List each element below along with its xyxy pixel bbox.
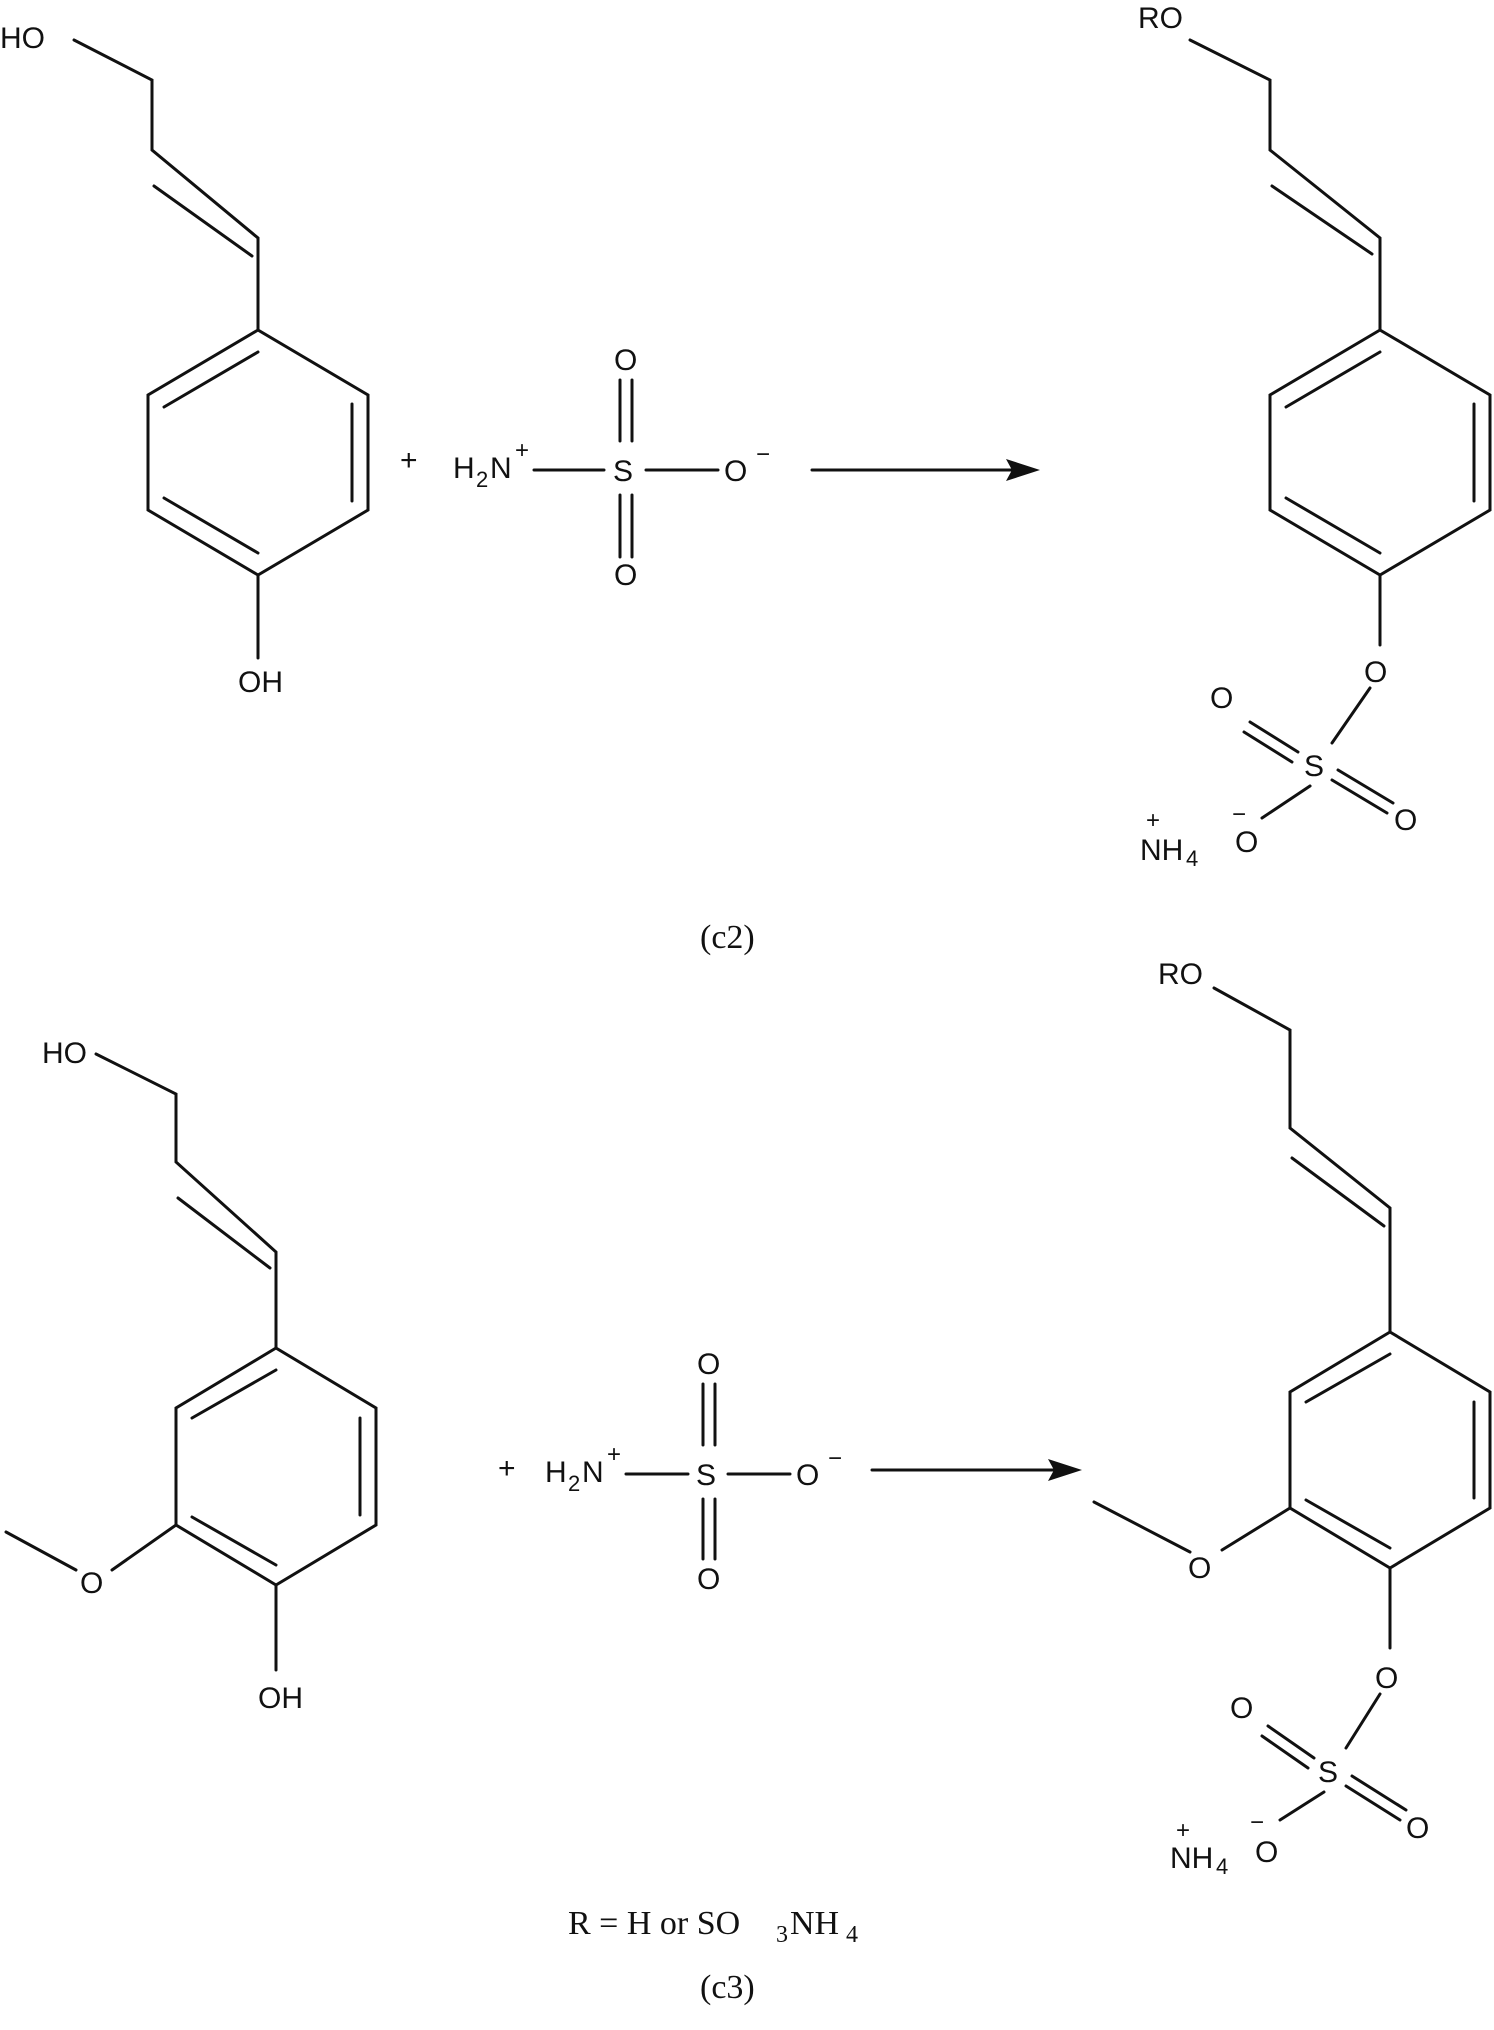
c3-product-o-right: O	[1406, 1812, 1429, 1845]
c3-reagent-plus: +	[607, 1441, 621, 1468]
c3-reagent-h: H	[545, 1456, 567, 1489]
c3-ammonium-sub4: 4	[1216, 1854, 1228, 1879]
c2-reagent-o-bottom: O	[614, 559, 637, 592]
caption-c2: (c2)	[700, 919, 755, 956]
c2-reagent-minus: −	[756, 441, 770, 468]
c3-product-s: S	[1318, 1756, 1338, 1789]
c3-reagent-o-top: O	[697, 1348, 720, 1381]
c2-reagent-h-sub: 2	[476, 467, 488, 492]
c3-product-o-anion: O	[1255, 1836, 1278, 1869]
c2-product-ro-label: RO	[1138, 2, 1183, 35]
c3-ammonium-plus: +	[1176, 1817, 1190, 1844]
c3-product-minus: −	[1250, 1809, 1264, 1836]
c2-ammonium-plus: +	[1146, 807, 1160, 834]
c2-product-ester-o: O	[1364, 656, 1387, 689]
c2-reaction-arrow	[810, 459, 1040, 481]
legend-sub4: 4	[846, 1922, 858, 1948]
c3-product-o-left: O	[1230, 1692, 1253, 1725]
r-group-legend: R = H or SO 3 NH 4	[568, 1905, 858, 1948]
c3-product-ro-label: RO	[1158, 958, 1203, 991]
c3-product-methoxy-o: O	[1188, 1552, 1211, 1585]
caption-c3: (c3)	[700, 1969, 755, 2006]
c3-reaction-arrow	[870, 1459, 1082, 1481]
c2-reagent-s: S	[613, 455, 633, 488]
c2-product-o-left: O	[1210, 682, 1233, 715]
c3-reagent-n: N	[582, 1456, 604, 1489]
c2-reactant-coumaryl-alcohol: HO OH	[0, 22, 370, 699]
c2-reagent-o-top: O	[614, 344, 637, 377]
c3-product-sulfate: RO O O S O O O − + NH 4	[1092, 958, 1492, 1879]
legend-prefix: R = H or SO	[568, 1905, 740, 1942]
c3-reactant-oh-label: OH	[258, 1682, 303, 1715]
c3-reagent-o-right: O	[796, 1459, 819, 1492]
c2-product-minus: −	[1232, 801, 1246, 828]
c2-reagent-sulfamate: H 2 N + S O O O −	[453, 344, 770, 592]
c3-reagent-sulfamate: H 2 N + S O O O −	[545, 1348, 842, 1596]
c2-ammonium-nh: NH	[1140, 834, 1183, 867]
c3-reagent-minus: −	[828, 1445, 842, 1472]
c3-reagent-o-bottom: O	[697, 1563, 720, 1596]
c3-reagent-h-sub: 2	[568, 1471, 580, 1496]
c2-product-sulfate: RO O S O O O − + NH 4	[1138, 2, 1492, 871]
c3-product-ester-o: O	[1375, 1662, 1398, 1695]
legend-nh: NH	[790, 1905, 839, 1942]
c2-product-o-right: O	[1394, 804, 1417, 837]
c2-reagent-n: N	[490, 452, 512, 485]
c2-ammonium-sub4: 4	[1186, 846, 1198, 871]
c2-reagent-h: H	[453, 452, 475, 485]
c3-plus-sign: +	[498, 1452, 516, 1485]
c3-reactant-coniferyl-alcohol: HO O OH	[4, 1037, 378, 1715]
c2-reagent-plus: +	[515, 437, 529, 464]
legend-sub3: 3	[776, 1922, 788, 1948]
c3-ammonium-nh: NH	[1170, 1842, 1213, 1875]
c3-reactant-ho-label: HO	[42, 1037, 87, 1070]
c2-plus-sign: +	[400, 444, 418, 477]
c2-product-o-anion: O	[1235, 826, 1258, 859]
c2-product-s: S	[1304, 750, 1324, 783]
c2-reactant-ho-label: HO	[0, 22, 45, 55]
c2-reactant-oh-label: OH	[238, 666, 283, 699]
c2-reagent-o-right: O	[724, 455, 747, 488]
c3-reactant-methoxy-o: O	[80, 1567, 103, 1600]
c3-reagent-s: S	[696, 1459, 716, 1492]
